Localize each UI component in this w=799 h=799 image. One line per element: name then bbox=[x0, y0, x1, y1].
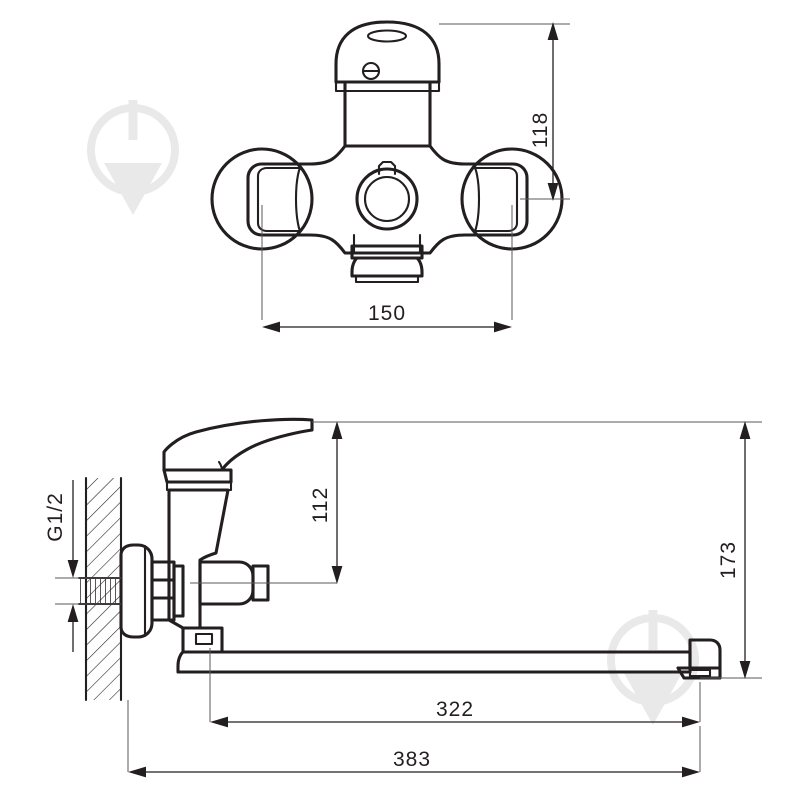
spout-end-body bbox=[688, 638, 722, 670]
spout-mount-screw bbox=[194, 632, 214, 646]
dim-label-g12: G1/2 bbox=[44, 492, 67, 542]
cartridge-inner-ring bbox=[363, 175, 411, 223]
dim-label-383: 383 bbox=[393, 748, 431, 771]
lever-base-plate bbox=[162, 468, 233, 484]
diverter-cap bbox=[251, 564, 270, 602]
lever-handle bbox=[162, 417, 314, 472]
outlet-taper bbox=[350, 256, 424, 278]
escutcheon-cover bbox=[119, 543, 154, 639]
dome-top-slot bbox=[366, 29, 408, 43]
dim-label-150: 150 bbox=[368, 302, 406, 325]
arrow-322-right bbox=[682, 716, 700, 728]
dimension-150: 150 bbox=[261, 205, 513, 333]
mixer-body bbox=[246, 144, 529, 255]
arrow-112-bottom bbox=[331, 566, 343, 584]
arrow-118-bottom bbox=[547, 183, 559, 201]
swivel-spout-tube bbox=[176, 650, 692, 674]
side-section-view: G1/2 112 173 bbox=[44, 417, 762, 778]
dim-label-112: 112 bbox=[309, 487, 332, 523]
cartridge-housing-ring bbox=[355, 167, 419, 231]
diverter-tab bbox=[377, 160, 397, 176]
lever-top-contour bbox=[162, 418, 314, 454]
arrow-383-right bbox=[682, 766, 700, 778]
arrow-173-bottom bbox=[739, 661, 751, 679]
arrow-150-right bbox=[494, 321, 512, 333]
right-inlet-nut bbox=[473, 166, 519, 233]
connector-nut-lower bbox=[150, 596, 176, 622]
arrow-112-top bbox=[331, 421, 343, 439]
outlet-ring bbox=[354, 274, 420, 284]
lever-cap-dome bbox=[334, 20, 441, 84]
watermark-logo-bottom-right bbox=[607, 610, 699, 725]
dimension-383: 383 bbox=[127, 700, 701, 778]
mixer-body-side bbox=[167, 488, 230, 630]
arrow-118-top bbox=[547, 22, 559, 40]
connector-nut-mid bbox=[150, 578, 176, 600]
arrow-g12-bottom bbox=[67, 604, 79, 622]
arrow-322-left bbox=[210, 716, 228, 728]
dimension-g12: G1/2 bbox=[44, 480, 121, 652]
outlet-shoulder bbox=[352, 233, 422, 255]
lever-crease bbox=[217, 460, 224, 472]
riser-column bbox=[343, 82, 432, 148]
watermark-logo-top-left bbox=[87, 100, 179, 215]
inlet-elbow-collar bbox=[172, 564, 185, 618]
thread-shank-fill bbox=[79, 578, 121, 604]
connector-nut-upper bbox=[150, 560, 176, 582]
spout-mount-block bbox=[181, 626, 224, 654]
arrow-383-left bbox=[128, 766, 146, 778]
aerator-screen bbox=[688, 668, 712, 678]
cap-collar-band bbox=[334, 80, 441, 93]
left-inlet-nut bbox=[256, 166, 302, 233]
front-elevation-view: 118 150 bbox=[210, 20, 570, 333]
arrow-173-top bbox=[739, 421, 751, 439]
dimension-112: 112 bbox=[300, 421, 400, 584]
dimension-322: 322 bbox=[209, 648, 701, 728]
arrow-150-left bbox=[262, 321, 280, 333]
dimension-173: 173 bbox=[312, 421, 762, 679]
dimension-118: 118 bbox=[439, 22, 570, 201]
arrow-g12-top bbox=[67, 560, 79, 578]
dim-label-118: 118 bbox=[529, 112, 552, 148]
dim-label-173: 173 bbox=[717, 541, 740, 579]
dim-label-322: 322 bbox=[436, 698, 474, 721]
